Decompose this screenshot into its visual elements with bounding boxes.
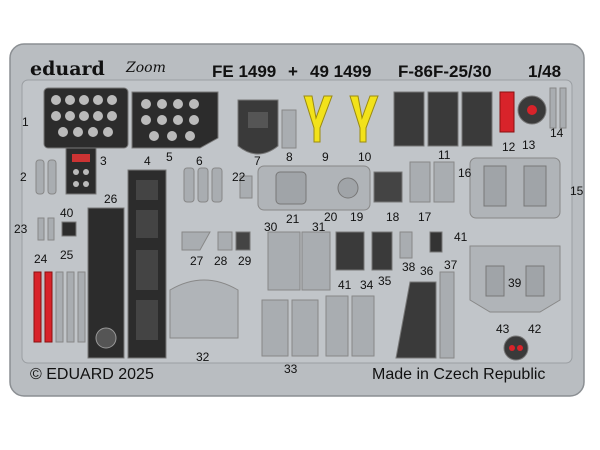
part-number: 30 (264, 220, 278, 234)
part-2 (35, 159, 57, 195)
part-number: 3 (100, 154, 107, 168)
part-4-side-console (127, 169, 167, 359)
part-38-41 (399, 231, 443, 259)
part-13 (517, 95, 547, 125)
part-number: 16 (458, 166, 472, 180)
part-number: 2 (20, 170, 27, 184)
part-12 (499, 91, 515, 133)
part-3-console-panel (65, 147, 97, 195)
part-number: 17 (418, 210, 432, 224)
brand-logo: eduard (30, 58, 105, 80)
part-number: 7 (254, 154, 261, 168)
part-33-panels (261, 295, 375, 357)
part-number: 6 (196, 154, 203, 168)
part-7-dial (237, 99, 279, 155)
part-5-instrument-panel (131, 91, 219, 149)
part-9-ejection-handle (303, 95, 333, 143)
part-number: 36 (420, 264, 434, 278)
zoom-logo: Zoom (126, 60, 166, 76)
copyright: © EDUARD 2025 (30, 366, 154, 383)
part-number: 34 (360, 278, 374, 292)
aircraft-type: F-86F-25/30 (398, 62, 492, 81)
part-42-43 (503, 335, 529, 361)
part-number: 5 (166, 150, 173, 164)
part-number: 28 (214, 254, 228, 268)
part-number: 37 (444, 258, 458, 272)
part-number: 42 (528, 322, 542, 336)
part-number: 8 (286, 150, 293, 164)
part-27-29 (181, 231, 251, 251)
part-10-ejection-handle (349, 95, 379, 143)
part-23-40 (37, 217, 77, 241)
plus-sign: + (288, 62, 298, 81)
part-number: 26 (104, 192, 118, 206)
part-number: 9 (322, 150, 329, 164)
part-number: 38 (402, 260, 416, 274)
part-number: 19 (350, 210, 364, 224)
part-number: 39 (508, 276, 522, 290)
set-code-fe: FE 1499 (212, 62, 277, 81)
part-number: 35 (378, 274, 392, 288)
made-in: Made in Czech Republic (372, 366, 546, 383)
part-number: 21 (286, 212, 300, 226)
part-number: 31 (312, 220, 326, 234)
part-number: 22 (232, 170, 246, 184)
part-number: 23 (14, 222, 28, 236)
part-number: 14 (550, 126, 564, 140)
part-39-seat (469, 245, 561, 313)
part-36-37 (395, 271, 455, 359)
part-32 (169, 279, 239, 339)
part-number: 25 (60, 248, 74, 262)
part-number: 24 (34, 252, 48, 266)
part-number: 40 (60, 206, 74, 220)
part-number: 27 (190, 254, 204, 268)
part-1-instrument-panel (43, 87, 129, 149)
part-34-35 (335, 231, 393, 271)
part-number: 41 (338, 278, 352, 292)
part-24-seat-straps (33, 271, 53, 343)
part-19-22-cluster (239, 165, 371, 211)
set-code-49: 49 1499 (310, 62, 372, 81)
part-number: 13 (522, 138, 536, 152)
part-17-18 (373, 161, 455, 203)
part-number: 29 (238, 254, 252, 268)
part-number: 12 (502, 140, 516, 154)
model-scale: 1/48 (528, 62, 562, 81)
part-14 (549, 87, 567, 129)
part-number: 20 (324, 210, 338, 224)
part-15-16-seat-parts (469, 157, 561, 219)
part-8 (281, 109, 297, 149)
part-number: 1 (22, 115, 29, 129)
part-30-31 (267, 231, 331, 291)
part-6 (183, 167, 223, 203)
part-number: 43 (496, 322, 510, 336)
part-number: 32 (196, 350, 210, 364)
part-11-panels (393, 91, 493, 147)
part-number: 10 (358, 150, 372, 164)
part-number: 4 (144, 154, 151, 168)
part-number: 18 (386, 210, 400, 224)
part-26-side-console (87, 207, 125, 359)
part-number: 41 (454, 230, 468, 244)
part-number: 11 (438, 148, 451, 162)
part-25-seat-straps (55, 271, 86, 343)
part-number: 15 (570, 184, 584, 198)
part-number: 33 (284, 362, 298, 376)
